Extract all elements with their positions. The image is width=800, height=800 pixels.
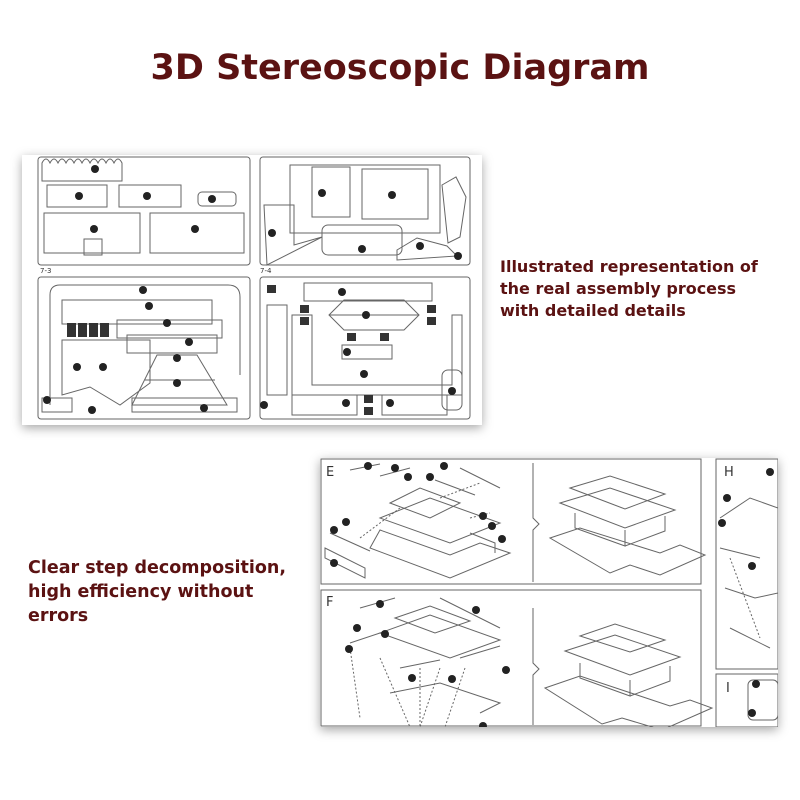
step-label-e: E [326,465,334,480]
step-label-f: F [326,595,333,610]
caption-line: errors [28,606,89,626]
steps-caption: Clear step decomposition, high efficienc… [28,556,286,628]
step-label-i: I [726,681,730,696]
step-label-h: H [724,465,734,480]
parts-sheet-image: 7-3 7-4 [22,155,482,425]
section-label-7-3: 7-3 [40,267,51,275]
caption-line: with detailed details [500,301,686,320]
page-title: 3D Stereoscopic Diagram [150,48,650,88]
caption-line: Clear step decomposition, [28,558,286,578]
assembly-steps-image: E F H I [320,458,779,731]
caption-line: Illustrated representation of [500,257,758,276]
caption-line: high efficiency without [28,582,254,602]
assembly-caption: Illustrated representation of the real a… [500,256,758,322]
caption-line: the real assembly process [500,279,737,298]
section-label-7-4: 7-4 [260,267,272,275]
